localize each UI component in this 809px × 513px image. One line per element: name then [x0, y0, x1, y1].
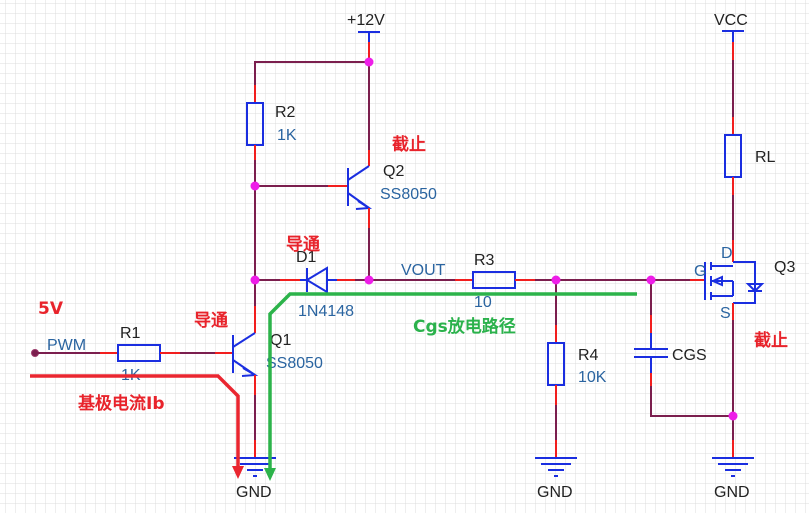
junction-node [646, 275, 656, 285]
resistor-rl: RL [724, 117, 776, 195]
transistor-q1: Q1 SS8050 [232, 332, 323, 377]
base-current-path [30, 374, 244, 479]
transistor-q2: Q2 SS8050 [347, 163, 437, 210]
base-current-label: 基极电流Ib [77, 393, 165, 414]
q2-value: SS8050 [380, 186, 437, 203]
ground-q3: GND [712, 457, 754, 501]
power-12v-label: +12V [347, 12, 385, 29]
mosfet-q3: D G S Q3 [694, 245, 795, 322]
resistor-r3: R3 10 [455, 252, 535, 311]
ground-r4: GND [535, 457, 577, 501]
cgs-discharge-path [264, 292, 637, 481]
capacitor-cgs: CGS [634, 315, 707, 386]
d1-state-label: 导通 [286, 235, 320, 255]
r1-ref: R1 [120, 325, 141, 342]
wire-cgs-source [650, 386, 733, 417]
discharge-arrow-icon [264, 468, 276, 481]
d1-ref: D1 [296, 249, 317, 266]
d1-value: 1N4148 [298, 303, 354, 320]
cgs-ref: CGS [672, 347, 707, 364]
q3-pin-d: D [721, 245, 733, 262]
r2-value: 1K [277, 127, 297, 144]
junction-node [250, 275, 260, 285]
q1-value: SS8050 [266, 355, 323, 372]
rl-ref: RL [755, 149, 776, 166]
net-vout-label: VOUT [401, 262, 446, 279]
q3-state-label: 截止 [754, 330, 788, 351]
resistor-r2: R2 1K [246, 85, 297, 160]
r3-ref: R3 [474, 252, 495, 269]
power-vcc-label: VCC [714, 12, 748, 29]
diode-d1: D1 1N4148 [296, 249, 354, 320]
r4-ref: R4 [578, 347, 599, 364]
pwm-net-label: PWM [47, 337, 86, 354]
junction-node [728, 411, 738, 421]
q3-ref: Q3 [774, 259, 795, 276]
base-current-arrow-icon [232, 466, 244, 479]
q3-pin-g: G [694, 263, 706, 280]
resistor-r4: R4 10K [547, 325, 607, 405]
q1-state-label: 导通 [194, 311, 228, 331]
q3-pin-s: S [720, 305, 731, 322]
junction-node [551, 275, 561, 285]
power-vcc: VCC [714, 12, 748, 60]
q2-state-label: 截止 [392, 134, 426, 155]
discharge-path-label: Cgs放电路径 [413, 316, 516, 337]
r3-value: 10 [474, 294, 492, 311]
r2-ref: R2 [275, 104, 296, 121]
power-12v: +12V [347, 12, 385, 62]
wire-top-rail [254, 61, 369, 85]
gnd-q3-label: GND [714, 484, 750, 501]
q2-ref: Q2 [383, 163, 404, 180]
input-voltage-note: 5V [38, 299, 64, 319]
gnd-q1-label: GND [236, 484, 272, 501]
ground-q1: GND [234, 457, 276, 501]
r4-value: 10K [578, 369, 607, 386]
gnd-r4-label: GND [537, 484, 573, 501]
junction-node [250, 181, 260, 191]
q1-ref: Q1 [270, 332, 291, 349]
junction-node [364, 57, 374, 67]
junction-node [364, 275, 374, 285]
